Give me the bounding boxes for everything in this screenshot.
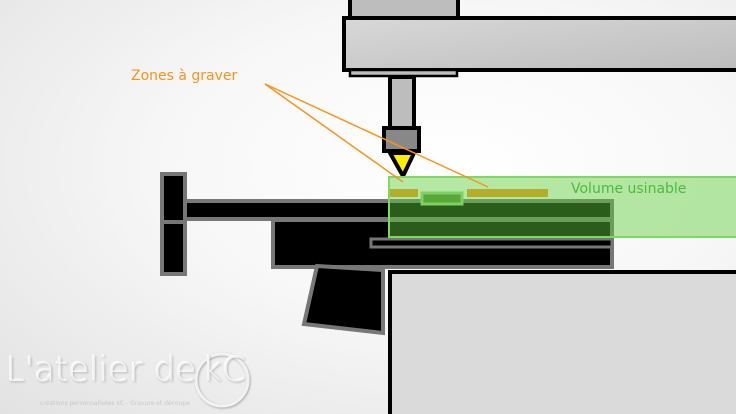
engrave-zone-1 (389, 189, 418, 197)
volume-label: Volume usinable (571, 181, 687, 197)
leader-line-1 (264, 83, 404, 183)
gantry-beam (342, 16, 736, 72)
machinable-volume (388, 176, 736, 238)
logo-tagline: créations personnalisées kC - Gravure et… (40, 400, 190, 407)
engraving-bit (388, 151, 416, 178)
machine-table (388, 270, 736, 414)
vise-slot (369, 237, 614, 249)
z-column (348, 0, 460, 20)
engrave-zone-2 (467, 189, 548, 197)
zones-label: Zones à graver (131, 68, 238, 84)
spindle (388, 75, 416, 130)
logo-circle (194, 352, 250, 408)
leader-line-2 (264, 83, 489, 188)
raised-block (420, 191, 464, 206)
logo-mark: kC (202, 350, 246, 390)
vise-clamp-block (301, 263, 385, 336)
logo-text: L'atelier de (6, 350, 197, 390)
